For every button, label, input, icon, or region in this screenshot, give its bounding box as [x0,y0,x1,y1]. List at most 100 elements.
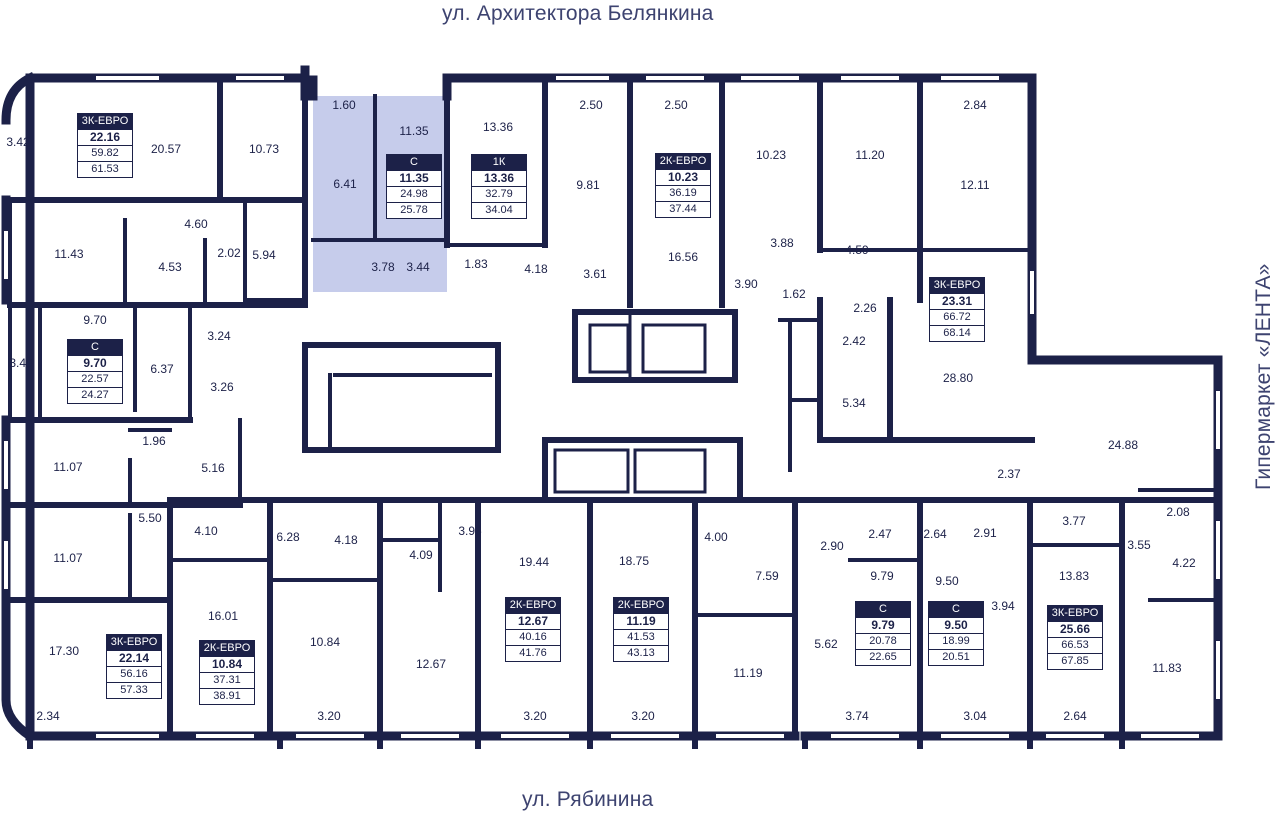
apartment-living-area: 24.98 [387,186,441,202]
apartment-badge[interactable]: 2К-ЕВРО 10.23 36.19 37.44 [655,153,711,218]
room-area: 4.59 [845,243,869,257]
apartment-living-area: 41.53 [614,629,668,645]
room-area: 10.73 [249,142,279,156]
apartment-total-area: 22.65 [856,649,910,665]
apartment-badge[interactable]: С 9.79 20.78 22.65 [855,601,911,666]
apartment-living-area: 59.82 [78,145,132,161]
apartment-badge[interactable]: 2К-ЕВРО 10.84 37.31 38.91 [199,640,255,705]
room-area: 5.50 [138,511,162,525]
room-area: 10.84 [310,635,340,649]
room-area: 5.62 [814,637,838,651]
room-area: 24.88 [1108,438,1138,452]
apartment-badge[interactable]: С 9.70 22.57 24.27 [67,339,123,404]
apartment-total-area: 20.51 [929,649,983,665]
room-area: 2.64 [1063,709,1087,723]
apartment-living-area: 56.16 [107,666,161,682]
room-area: 2.37 [997,467,1021,481]
apartment-type: 2К-ЕВРО [200,641,254,656]
room-area: 9.79 [870,569,894,583]
apartment-badge[interactable]: 2К-ЕВРО 12.67 40.16 41.76 [505,597,561,662]
room-area: 2.90 [820,539,844,553]
room-area: 3.78 [371,260,395,274]
apartment-badge[interactable]: 2К-ЕВРО 11.19 41.53 43.13 [613,597,669,662]
room-area: 11.19 [733,666,762,680]
room-area: 2.50 [579,98,603,112]
apartment-total-area: 38.91 [200,688,254,704]
apartment-living-area: 22.57 [68,371,122,387]
apartment-living-area: 66.72 [930,309,984,325]
apartment-kitchen-area: 10.23 [656,169,710,185]
room-area: 3.42 [6,135,30,149]
apartment-total-area: 67.85 [1048,653,1102,669]
room-area: 2.91 [973,526,997,540]
apartment-living-area: 18.99 [929,633,983,649]
room-area: 4.60 [184,217,208,231]
apartment-total-area: 61.53 [78,161,132,177]
apartment-type: 3К-ЕВРО [78,114,132,129]
room-area: 12.11 [960,178,989,192]
room-area: 2.34 [36,709,60,723]
room-labels: 1.60 11.35 3.42 20.57 10.73 6.41 13.36 2… [6,98,1196,723]
apartment-kitchen-area: 22.14 [107,650,161,666]
room-area: 18.75 [619,554,649,568]
room-area: 13.83 [1059,569,1089,583]
apartment-badge[interactable]: 3К-ЕВРО 23.31 66.72 68.14 [929,277,985,342]
room-area: 17.30 [49,644,79,658]
room-area: 3.96 [458,524,482,538]
apartment-total-area: 25.78 [387,202,441,218]
apartment-badge[interactable]: 3К-ЕВРО 22.16 59.82 61.53 [77,113,133,178]
room-area: 3.55 [1127,538,1151,552]
room-area: 20.57 [151,142,181,156]
apartment-kitchen-area: 9.70 [68,355,122,371]
apartment-total-area: 57.33 [107,682,161,698]
apartment-badge[interactable]: С 9.50 18.99 20.51 [928,601,984,666]
apartment-type: 2К-ЕВРО [614,598,668,613]
apartment-badge[interactable]: 1К 13.36 32.79 34.04 [471,154,527,219]
apartment-kitchen-area: 10.84 [200,656,254,672]
room-area: 4.09 [409,548,433,562]
room-area: 9.50 [935,574,959,588]
apartment-type: 1К [472,155,526,170]
apartment-type: 3К-ЕВРО [930,278,984,293]
apartment-type: 2К-ЕВРО [656,154,710,169]
room-area: 2.42 [842,334,866,348]
room-area: 3.20 [523,709,547,723]
room-area: 2.26 [853,301,877,315]
room-area: 13.36 [483,120,513,134]
apartment-badge[interactable]: С 11.35 24.98 25.78 [386,154,442,219]
apartment-living-area: 32.79 [472,186,526,202]
room-area: 16.01 [208,609,238,623]
apartment-total-area: 37.44 [656,201,710,217]
apartment-kitchen-area: 25.66 [1048,621,1102,637]
room-area: 1.60 [332,98,356,112]
room-area: 12.67 [416,657,446,671]
room-area: 3.61 [583,267,607,281]
room-area: 3.26 [210,380,234,394]
room-area: 4.18 [334,533,358,547]
room-area: 3.77 [1062,514,1086,528]
apartment-type: 2К-ЕВРО [506,598,560,613]
room-area: 4.00 [704,530,728,544]
room-area: 3.74 [845,709,869,723]
apartment-badge[interactable]: 3К-ЕВРО 25.66 66.53 67.85 [1047,605,1103,670]
apartment-living-area: 36.19 [656,185,710,201]
room-area: 11.07 [53,460,82,474]
room-area: 1.62 [782,287,806,301]
room-area: 1.96 [142,434,166,448]
apartment-kitchen-area: 13.36 [472,170,526,186]
room-area: 3.40 [9,356,33,370]
room-area: 2.47 [868,527,892,541]
street-label-top: ул. Архитектора Белянкина [442,2,714,25]
apartment-total-area: 34.04 [472,202,526,218]
room-area: 5.34 [842,396,866,410]
room-area: 9.81 [576,178,600,192]
room-area: 3.88 [770,236,794,250]
room-area: 4.10 [194,524,218,538]
apartment-type: 3К-ЕВРО [107,635,161,650]
room-area: 6.41 [333,177,357,191]
room-area: 28.80 [943,371,973,385]
room-area: 11.20 [855,148,884,162]
room-area: 7.59 [755,569,779,583]
apartment-badge[interactable]: 3К-ЕВРО 22.14 56.16 57.33 [106,634,162,699]
apartment-kitchen-area: 22.16 [78,129,132,145]
